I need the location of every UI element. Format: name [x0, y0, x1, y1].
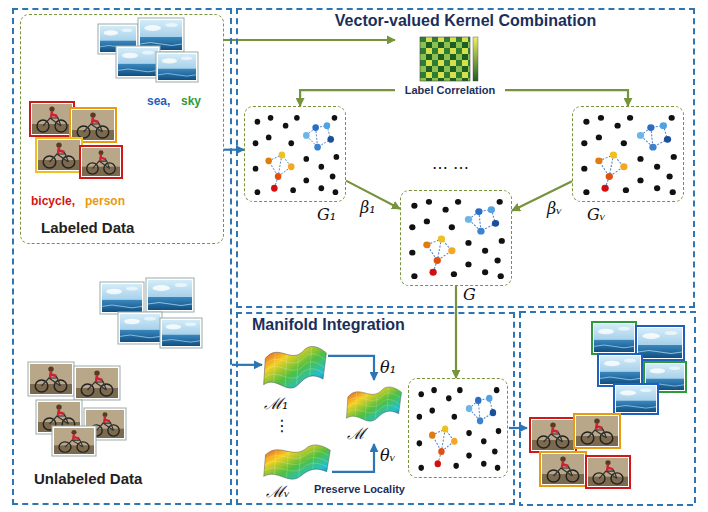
labeled-data-box-text: sky	[181, 95, 201, 109]
bicycle-photo	[30, 102, 122, 178]
kernel-panel-text: Vector-valued Kernel Combination	[335, 12, 596, 30]
sea-photo	[100, 278, 202, 348]
correlation-matrix	[420, 37, 478, 81]
output-panel	[520, 312, 695, 505]
input-panel: Unlabeled Data sea, sky bicycle, personLabel…	[12, 8, 232, 505]
graph-box-text: G	[463, 287, 476, 303]
graph-box: G₁	[244, 106, 346, 202]
graph-figure	[253, 115, 677, 471]
vertical-ellipsis: ⋮	[274, 418, 290, 434]
labeled-data-box: sea, sky bicycle, personLabeled Data	[20, 14, 224, 244]
graph-box: Gᵥ	[572, 106, 684, 202]
connector-arrow	[224, 39, 395, 41]
connector-arrow	[455, 286, 457, 378]
graph-box: Preserve Locality	[408, 378, 508, 478]
connector-arrow	[224, 149, 244, 151]
weight-label: β₁	[359, 200, 377, 216]
connector-arrow	[332, 444, 374, 472]
connector-arrow	[328, 356, 374, 380]
labeled-data-box-text: bicycle,	[31, 195, 75, 209]
weight-label: θ₁	[379, 360, 397, 376]
connector-arrow	[505, 90, 628, 106]
label-correlation-matrix-text: Label Correlation	[405, 84, 495, 97]
input-panel-text: Unlabeled Data	[34, 470, 142, 487]
connector-arrow	[300, 90, 395, 106]
manifold-surface: ℳ₁	[262, 338, 328, 416]
graph-box: G	[400, 190, 512, 286]
labeled-data-box-text: Labeled Data	[41, 219, 134, 236]
ellipsis: … …	[432, 156, 469, 172]
manifold-surface: ℳ	[345, 380, 403, 444]
graph-box-text: Gᵥ	[587, 207, 606, 223]
manifold-panel-text: Manifold Integration	[252, 316, 405, 334]
manifold-panel: Manifold Integrationℳ₁ ℳᵥ ℳ Preserve Locali…	[236, 312, 515, 505]
labeled-data-box-text: sea,	[147, 95, 170, 109]
sea-photo	[98, 18, 198, 82]
manifold-surface-text: ℳ₁	[264, 396, 288, 412]
manifold-figure	[264, 346, 402, 479]
labeled-data-box-text: person	[85, 195, 125, 209]
sea-photo	[592, 322, 686, 414]
manifold-surface-text: ℳ	[347, 426, 365, 442]
bicycle-photo	[28, 362, 126, 456]
weight-label: θᵥ	[379, 448, 397, 464]
manifold-surface-text: ℳᵥ	[266, 484, 290, 500]
bicycle-photo	[530, 414, 630, 488]
graph-box-text: G₁	[317, 207, 336, 223]
label-correlation-matrix: Label Correlation	[395, 34, 505, 100]
graph-box-text: Preserve Locality	[314, 483, 405, 496]
output-arrow	[509, 427, 527, 429]
weight-label: βᵥ	[546, 201, 563, 217]
